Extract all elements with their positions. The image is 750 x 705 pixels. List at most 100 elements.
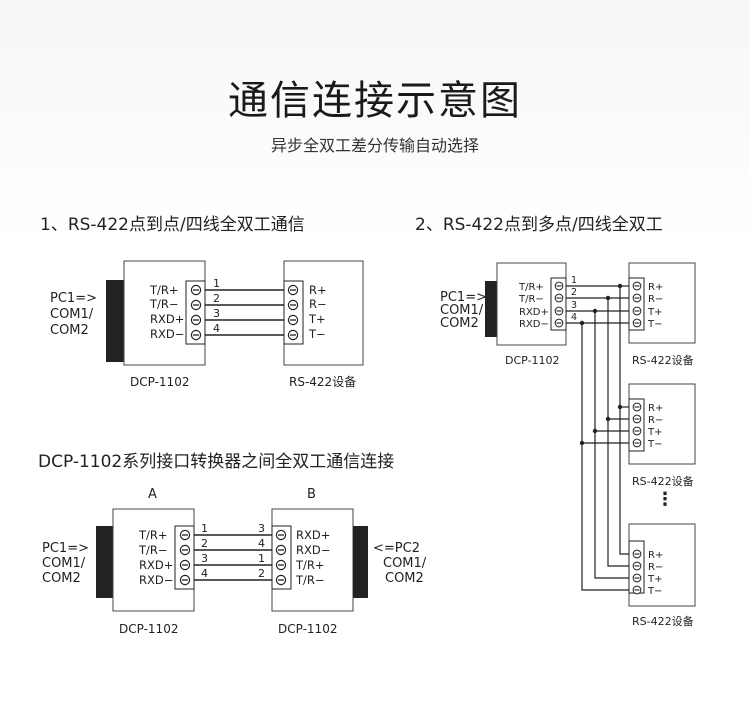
screw-terminal-icon <box>632 293 642 303</box>
pc1-label-line2: COM1/ <box>42 556 86 571</box>
pc1-label-line2: COM1/ <box>50 307 94 322</box>
pin-label: R− <box>648 562 663 573</box>
pin-label: RXD− <box>296 543 330 557</box>
wire-number: 4 <box>258 537 265 550</box>
wires-3 <box>194 534 272 581</box>
wire-number: 4 <box>213 322 220 335</box>
screw-terminal-icon <box>632 561 642 571</box>
pin-label: T/R+ <box>518 282 544 293</box>
wire-number: 2 <box>201 537 208 550</box>
screw-terminal-icon <box>554 293 564 303</box>
page-subtitle: 异步全双工差分传输自动选择 <box>270 136 479 155</box>
pin-label: T+ <box>647 427 663 438</box>
pin-label: R+ <box>648 282 663 293</box>
pin-label: T+ <box>647 307 663 318</box>
db9-connector-a <box>96 526 113 598</box>
screw-terminal-icon <box>190 314 202 326</box>
device-b-label: B <box>307 487 316 502</box>
screw-terminal-icon <box>275 544 287 556</box>
screw-terminal-icon <box>179 529 191 541</box>
screw-terminal-icon <box>632 573 642 583</box>
device-a-label: A <box>148 487 157 502</box>
terminal-block-1 <box>185 280 206 345</box>
pc2-label-line1: <=PC2 <box>373 541 420 556</box>
pin-label: T− <box>647 586 663 597</box>
pc2-label-line3: COM2 <box>385 571 424 586</box>
wire-number: 1 <box>201 522 208 535</box>
terminal-block-rs422-1 <box>283 280 304 345</box>
screw-terminal-icon <box>632 281 642 291</box>
pin-label: RXD− <box>519 319 549 330</box>
pc1-label-line3: COM2 <box>42 571 81 586</box>
wire-number: 4 <box>571 312 577 323</box>
screw-terminal-icon <box>275 559 287 571</box>
wire-number: 1 <box>213 277 220 290</box>
pin-label: T− <box>308 327 326 341</box>
device-label-dcp: DCP-1102 <box>119 622 178 636</box>
terminal-block-2 <box>550 277 567 331</box>
pin-label: R− <box>309 297 327 311</box>
pin-label: T− <box>647 439 663 450</box>
screw-terminal-icon <box>632 438 642 448</box>
pin-label: R+ <box>309 283 327 297</box>
pin-label: RXD− <box>150 327 184 341</box>
page-title: 通信连接示意图 <box>228 78 522 124</box>
wire-number: 3 <box>213 307 220 320</box>
pc2-label-line2: COM1/ <box>383 556 427 571</box>
pin-label: T/R+ <box>149 283 179 297</box>
pc1-label-line1: PC1=> <box>42 541 89 556</box>
screw-terminal-icon <box>179 559 191 571</box>
pin-label: T/R− <box>295 573 325 587</box>
screw-terminal-icon <box>190 329 202 341</box>
screw-terminal-icon <box>554 281 564 291</box>
screw-terminal-icon <box>632 318 642 328</box>
pin-label: T/R− <box>149 297 179 311</box>
device-label-dcp: DCP-1102 <box>278 622 337 636</box>
screw-terminal-icon <box>179 574 191 586</box>
db9-connector-2 <box>485 281 497 337</box>
screw-terminal-icon <box>275 529 287 541</box>
screw-terminal-icon <box>632 414 642 424</box>
pin-label: RXD+ <box>296 528 330 542</box>
screw-terminal-icon <box>632 549 642 559</box>
pc1-label-line3: COM2 <box>440 316 479 331</box>
pin-label: RXD− <box>139 573 173 587</box>
terminal-block-2b <box>628 398 645 452</box>
pin-label: T/R− <box>518 294 544 305</box>
pin-label: R+ <box>648 550 663 561</box>
screw-terminal-icon <box>632 402 642 412</box>
screw-terminal-icon <box>287 284 299 296</box>
screw-terminal-icon <box>287 329 299 341</box>
screw-terminal-icon <box>190 299 202 311</box>
screw-terminal-icon <box>179 544 191 556</box>
wire-number: 1 <box>571 275 577 286</box>
screw-terminal-icon <box>554 306 564 316</box>
junction-dots <box>579 283 623 446</box>
screw-terminal-icon <box>190 284 202 296</box>
section1-title: 1、RS-422点到点/四线全双工通信 <box>40 215 305 235</box>
pin-label: R− <box>648 415 663 426</box>
device-label-rs422: RS-422设备 <box>632 614 694 628</box>
pin-label: T+ <box>308 312 326 326</box>
bus-wires <box>566 285 632 591</box>
terminal-block-a <box>174 525 195 590</box>
wire-number: 1 <box>258 552 265 565</box>
terminal-block-b <box>271 525 292 590</box>
pin-label: RXD+ <box>139 558 173 572</box>
pin-label: RXD+ <box>150 312 184 326</box>
device-label-rs422: RS-422设备 <box>632 353 694 367</box>
pin-label: RXD+ <box>519 307 549 318</box>
wire-number: 4 <box>201 567 208 580</box>
pin-label: T/R− <box>138 543 168 557</box>
wire-number: 2 <box>258 567 265 580</box>
wire-number: 2 <box>571 287 577 298</box>
screw-terminal-icon <box>632 585 642 595</box>
pin-label: T/R+ <box>295 558 325 572</box>
section3-title: DCP-1102系列接口转换器之间全双工通信连接 <box>38 452 394 472</box>
pc1-label-line1: PC1=> <box>440 290 487 305</box>
pin-label: R− <box>648 294 663 305</box>
device-label-rs422: RS-422设备 <box>632 474 694 488</box>
pin-label: T/R+ <box>138 528 168 542</box>
wires-1 <box>205 289 284 336</box>
